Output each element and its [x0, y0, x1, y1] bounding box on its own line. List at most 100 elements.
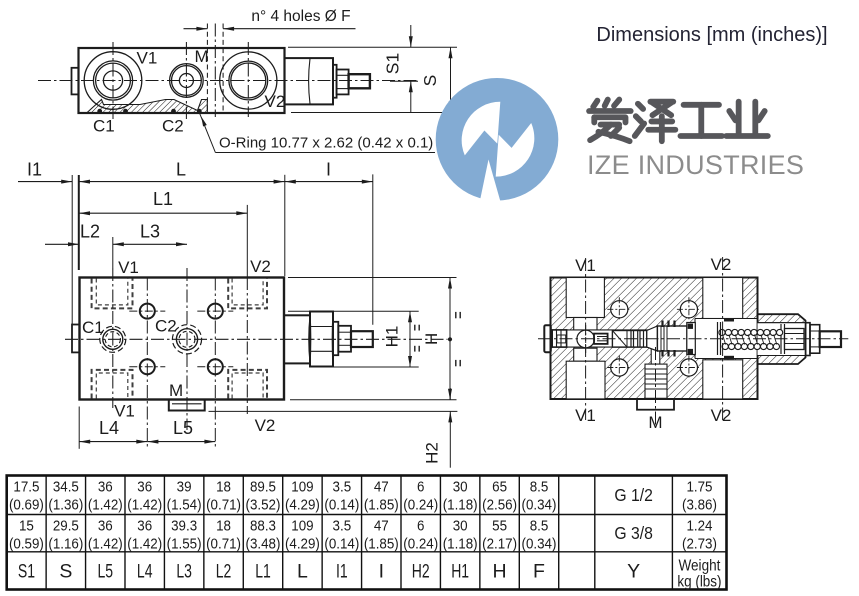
svg-text:(1.42): (1.42): [88, 496, 123, 513]
svg-text:C2: C2: [162, 117, 184, 136]
svg-text:H2: H2: [412, 561, 430, 583]
svg-text:18: 18: [216, 517, 231, 534]
svg-text:Weight: Weight: [679, 557, 722, 574]
svg-text:(0.34): (0.34): [522, 496, 557, 513]
svg-text:F: F: [533, 561, 545, 583]
svg-text:M: M: [195, 47, 209, 66]
svg-text:L3: L3: [176, 561, 192, 583]
svg-text:47: 47: [374, 478, 389, 495]
svg-text:(0.24): (0.24): [403, 535, 438, 552]
svg-text:(2.56): (2.56): [482, 496, 517, 513]
svg-text:18: 18: [216, 478, 231, 495]
svg-text:Y: Y: [627, 561, 640, 583]
svg-text:(3.52): (3.52): [246, 496, 281, 513]
svg-text:V1: V1: [575, 406, 596, 425]
svg-text:17.5: 17.5: [13, 478, 39, 495]
svg-text:C1: C1: [82, 318, 104, 337]
svg-text:G 1/2: G 1/2: [614, 485, 653, 505]
svg-text:C2: C2: [155, 317, 177, 336]
svg-text:G 3/8: G 3/8: [614, 523, 653, 543]
svg-text:H1: H1: [382, 326, 401, 348]
svg-text:n° 4 holes Ø F: n° 4 holes Ø F: [251, 8, 350, 25]
svg-text:S: S: [420, 75, 440, 87]
svg-text:36: 36: [98, 478, 113, 495]
svg-text:47: 47: [374, 517, 389, 534]
svg-text:L4: L4: [99, 418, 119, 438]
svg-text:V1: V1: [137, 49, 158, 68]
svg-text:(1.42): (1.42): [127, 535, 162, 552]
svg-text:V1: V1: [575, 256, 596, 275]
svg-text:39.3: 39.3: [171, 517, 197, 534]
svg-text:109: 109: [291, 478, 313, 495]
svg-text:(0.24): (0.24): [403, 496, 438, 513]
svg-text:(2.17): (2.17): [482, 535, 517, 552]
svg-text:(2.73): (2.73): [682, 535, 717, 552]
svg-text:(1.18): (1.18): [443, 496, 478, 513]
svg-text:109: 109: [291, 517, 313, 534]
svg-text:(0.34): (0.34): [522, 535, 557, 552]
svg-text:65: 65: [492, 478, 507, 495]
svg-text:36: 36: [137, 478, 152, 495]
svg-text:O-Ring 10.77 x 2.62 (0.42 x 0.: O-Ring 10.77 x 2.62 (0.42 x 0.1): [219, 135, 433, 152]
svg-text:(1.42): (1.42): [127, 496, 162, 513]
svg-text:H: H: [493, 561, 507, 583]
svg-text:L: L: [297, 561, 308, 583]
svg-text:L3: L3: [140, 222, 160, 242]
svg-text:L1: L1: [255, 561, 271, 583]
svg-text:29.5: 29.5: [53, 517, 79, 534]
svg-text:V2: V2: [265, 92, 286, 111]
svg-text:39: 39: [177, 478, 192, 495]
svg-text:V1: V1: [118, 258, 139, 277]
svg-text:IZE INDUSTRIES: IZE INDUSTRIES: [587, 150, 804, 180]
svg-text:8.5: 8.5: [530, 517, 549, 534]
svg-text:L1: L1: [153, 189, 173, 209]
svg-text:I: I: [326, 160, 331, 180]
svg-text:6: 6: [417, 517, 424, 534]
svg-text:(0.59): (0.59): [9, 535, 44, 552]
svg-text:V2: V2: [250, 257, 271, 276]
svg-text:I1: I1: [336, 561, 348, 583]
svg-text:V1: V1: [114, 402, 135, 421]
svg-text:15: 15: [19, 517, 34, 534]
svg-text:3.5: 3.5: [333, 478, 352, 495]
svg-text:6: 6: [417, 478, 424, 495]
svg-text:(1.54): (1.54): [167, 496, 202, 513]
svg-text:36: 36: [98, 517, 113, 534]
svg-text:S1: S1: [383, 53, 403, 74]
svg-text:(1.85): (1.85): [364, 535, 399, 552]
svg-text:S1: S1: [18, 561, 35, 583]
svg-text:(4.29): (4.29): [285, 535, 320, 552]
svg-text:34.5: 34.5: [53, 478, 79, 495]
svg-text:Dimensions [mm (inches)]: Dimensions [mm (inches)]: [596, 24, 827, 46]
svg-text:(1.85): (1.85): [364, 496, 399, 513]
svg-text:(1.42): (1.42): [88, 535, 123, 552]
svg-text:M: M: [648, 413, 662, 432]
svg-text:30: 30: [453, 517, 468, 534]
svg-text:89.5: 89.5: [250, 478, 276, 495]
svg-text:3.5: 3.5: [333, 517, 352, 534]
svg-text:C1: C1: [93, 117, 115, 136]
svg-text:I1: I1: [27, 160, 42, 180]
svg-text:(3.48): (3.48): [246, 535, 281, 552]
svg-text:88.3: 88.3: [250, 517, 276, 534]
svg-text:(0.14): (0.14): [324, 496, 359, 513]
svg-text:S: S: [59, 561, 72, 583]
svg-text:1.75: 1.75: [686, 478, 712, 495]
svg-text:8.5: 8.5: [530, 478, 549, 495]
svg-text:55: 55: [492, 517, 507, 534]
svg-text:(1.55): (1.55): [167, 535, 202, 552]
svg-text:L: L: [176, 160, 186, 180]
svg-text:(0.71): (0.71): [206, 496, 241, 513]
svg-text:H1: H1: [451, 561, 469, 583]
svg-text:V2: V2: [711, 406, 732, 425]
svg-text:L5: L5: [97, 561, 113, 583]
svg-text:L2: L2: [80, 222, 100, 242]
svg-text:(0.69): (0.69): [9, 496, 44, 513]
svg-text:H2: H2: [423, 442, 442, 464]
svg-text:(1.16): (1.16): [48, 535, 83, 552]
svg-text:L5: L5: [173, 418, 193, 438]
svg-text:M: M: [169, 381, 183, 400]
svg-text:(1.36): (1.36): [48, 496, 83, 513]
svg-text:36: 36: [137, 517, 152, 534]
svg-text:(3.86): (3.86): [682, 496, 717, 513]
